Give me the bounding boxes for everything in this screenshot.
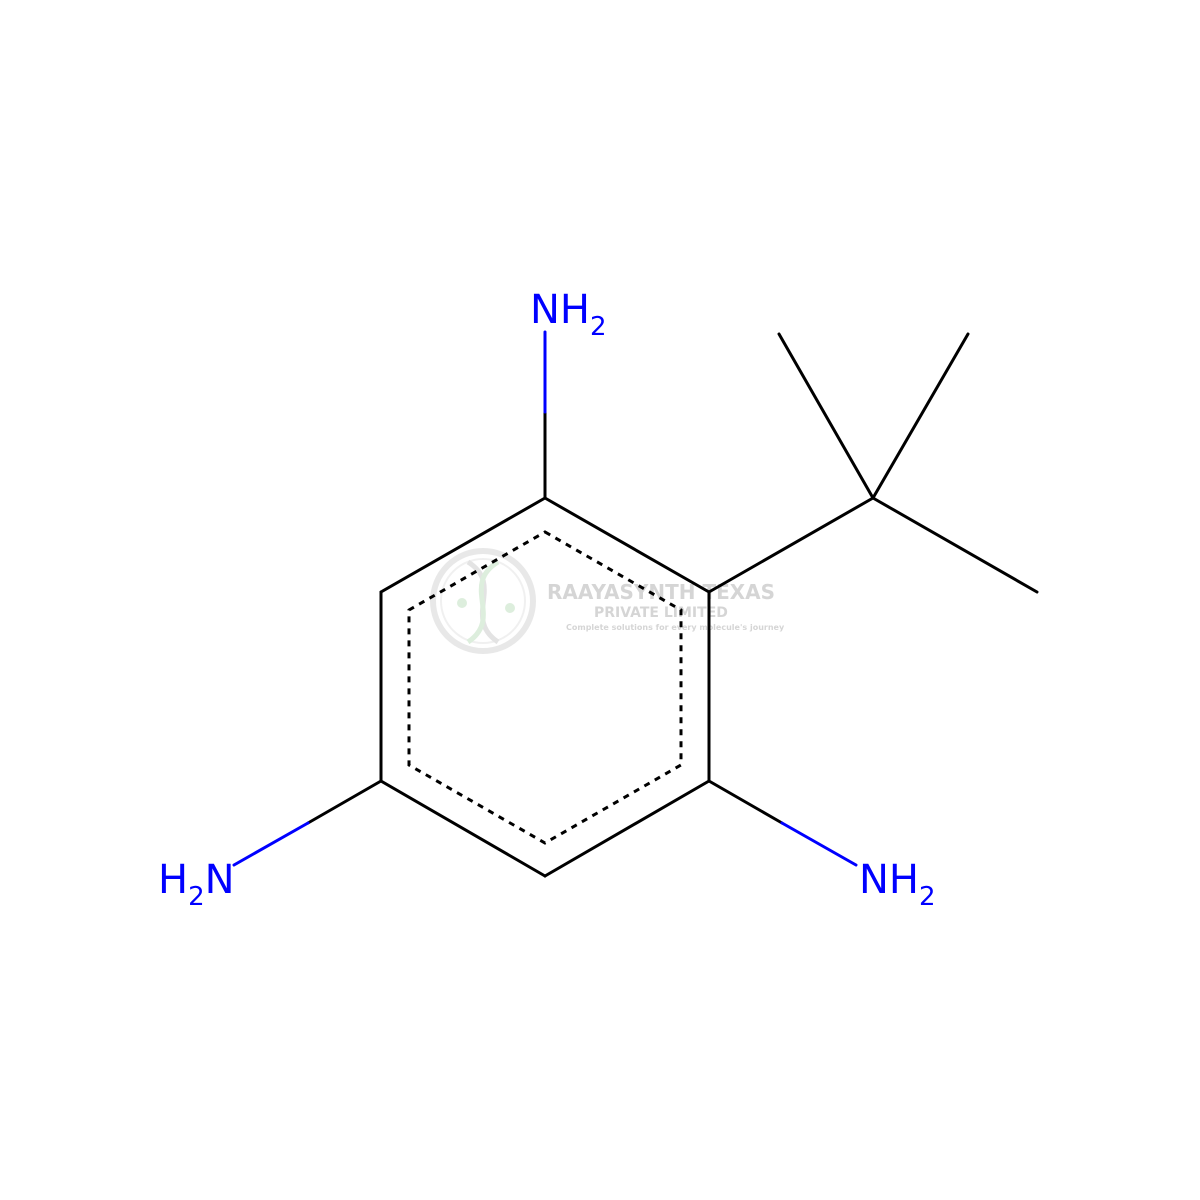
atom-h-left: H: [158, 857, 188, 903]
watermark-logo: [430, 548, 536, 654]
atom-sub-top: 2: [590, 312, 607, 342]
aromatic-inner-ring: [407, 530, 683, 845]
bond-c3-n-black: [707, 779, 784, 825]
atom-label-h2n-left: H2N: [158, 857, 235, 912]
atom-n-right: N: [859, 857, 889, 903]
bond-c5-n-blue: [232, 821, 310, 867]
bond-ring-c4-c5: [379, 779, 547, 878]
bond-c3-n-blue: [780, 821, 858, 867]
atom-n-left: N: [205, 857, 235, 903]
substituent-left-amine: H2N: [158, 779, 383, 912]
atom-h-top: H: [560, 287, 590, 333]
atom-label-nh2-top: NH2: [530, 287, 607, 342]
atom-sub-right: 2: [919, 882, 936, 912]
atom-label-nh2-right: NH2: [859, 857, 936, 912]
bond-c2-cq: [707, 496, 875, 594]
watermark-line1: RAAYASYNTH TEXAS: [547, 580, 775, 604]
benzene-ring: [379, 496, 711, 878]
atom-n-top: N: [530, 287, 560, 333]
atom-sub-left: 2: [188, 882, 205, 912]
bond-cq-methyl-2: [871, 332, 970, 500]
bond-ring-c6-c1: [379, 496, 547, 594]
watermark-line3: Complete solutions for every molecule's …: [566, 623, 785, 632]
atom-h-right: H: [889, 857, 919, 903]
watermark-line2: PRIVATE LIMITED: [594, 605, 728, 621]
substituent-tert-butyl: [707, 332, 1039, 594]
bond-c5-n-black: [306, 779, 383, 825]
bond-cq-methyl-3: [871, 496, 1039, 594]
substituent-top-amine: NH2: [530, 287, 607, 500]
bond-ring-c1-c2: [543, 496, 711, 594]
substituent-right-amine: NH2: [707, 779, 936, 912]
bond-ring-c3-c4: [543, 779, 711, 878]
bond-cq-methyl-1: [777, 332, 875, 500]
